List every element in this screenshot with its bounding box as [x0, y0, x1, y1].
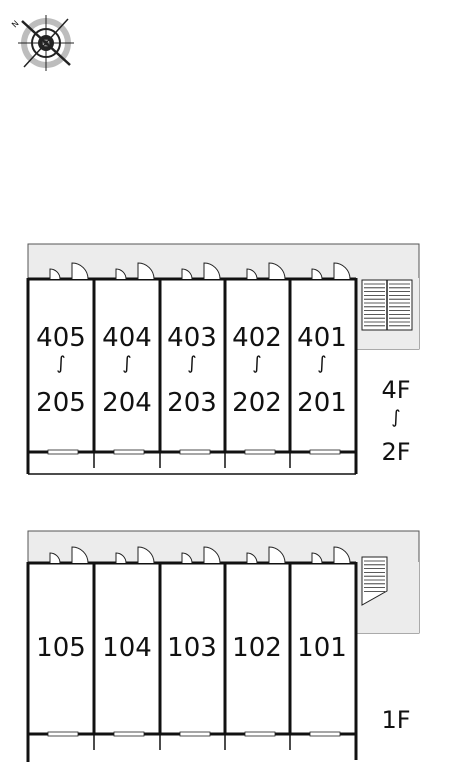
door-swing-large	[71, 262, 89, 280]
window	[244, 731, 276, 737]
unit-label-101: 101	[297, 633, 347, 663]
door-swing-large	[268, 262, 286, 280]
unit-label-404: 404	[102, 323, 152, 353]
lower-units-area	[28, 562, 356, 736]
door-swing-small	[181, 552, 193, 564]
window	[47, 731, 79, 737]
unit-label-205: 205	[36, 388, 86, 418]
unit-range-404: ∫	[122, 353, 131, 374]
door-swing-large	[71, 546, 89, 564]
door-swing-small	[115, 552, 127, 564]
door-swing-small	[246, 268, 258, 280]
unit-label-403: 403	[167, 323, 217, 353]
unit-range-401: ∫	[317, 353, 326, 374]
door-swing-small	[311, 552, 323, 564]
door-swing-small	[49, 552, 61, 564]
door-swing-small	[181, 268, 193, 280]
door-swing-small	[246, 552, 258, 564]
unit-label-105: 105	[36, 633, 86, 663]
window	[47, 449, 79, 455]
door-swing-large	[137, 262, 155, 280]
unit-range-403: ∫	[187, 353, 196, 374]
unit-label-103: 103	[167, 633, 217, 663]
upper-block: 405 ∫ 205 404 ∫ 204 403 ∫ 203 402 ∫ 202 …	[26, 243, 420, 475]
window	[113, 731, 145, 737]
floor-label-1f: 1F	[381, 706, 410, 734]
door-swing-large	[268, 546, 286, 564]
unit-label-402: 402	[232, 323, 282, 353]
compass-icon: N	[10, 15, 74, 71]
door-swing-large	[137, 546, 155, 564]
door-swing-small	[49, 268, 61, 280]
unit-label-204: 204	[102, 388, 152, 418]
window	[113, 449, 145, 455]
unit-label-401: 401	[297, 323, 347, 353]
unit-label-104: 104	[102, 633, 152, 663]
door-swing-large	[333, 262, 351, 280]
compass-north-label: N	[10, 19, 21, 30]
lower-staircase	[361, 556, 388, 606]
floor-label-range: ∫	[391, 407, 400, 428]
unit-label-201: 201	[297, 388, 347, 418]
unit-range-405: ∫	[56, 353, 65, 374]
window	[244, 449, 276, 455]
window	[309, 731, 341, 737]
window	[309, 449, 341, 455]
upper-units-area	[28, 278, 356, 474]
floor-label-2f: 2F	[381, 438, 410, 466]
lower-block: 105 104 103 102 101 1F	[26, 530, 420, 762]
upper-staircase	[361, 279, 413, 331]
door-swing-large	[203, 262, 221, 280]
window	[179, 449, 211, 455]
door-swing-small	[311, 268, 323, 280]
door-swing-large	[333, 546, 351, 564]
floor-label-4f: 4F	[381, 376, 410, 404]
unit-range-402: ∫	[252, 353, 261, 374]
unit-label-102: 102	[232, 633, 282, 663]
unit-label-405: 405	[36, 323, 86, 353]
window	[179, 731, 211, 737]
unit-label-203: 203	[167, 388, 217, 418]
door-swing-large	[203, 546, 221, 564]
door-swing-small	[115, 268, 127, 280]
unit-label-202: 202	[232, 388, 282, 418]
